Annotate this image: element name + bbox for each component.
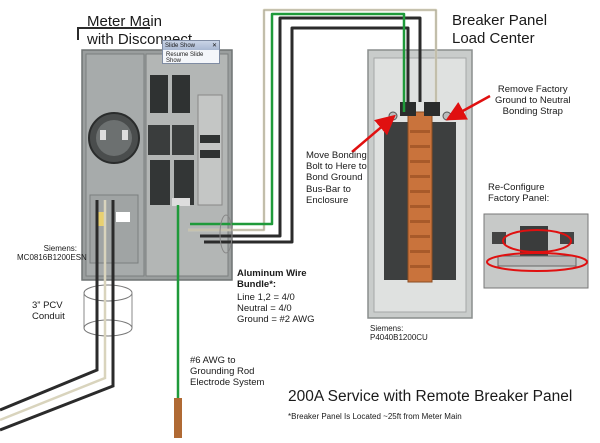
grounding-note: #6 AWG to Grounding Rod Electrode System: [190, 355, 265, 389]
breaker-panel-title: Breaker Panel Load Center: [452, 12, 548, 47]
main-title: 200A Service with Remote Breaker Panel: [288, 388, 573, 405]
slide-show-menu-titlebar[interactable]: Slide Show ✕: [163, 41, 219, 50]
conduit-label: 3” PCV Conduit: [32, 300, 65, 323]
siemens-panel-model: Siemens: P4040B1200CU: [370, 324, 428, 343]
callout-arrows: [351, 94, 491, 153]
slide-show-menu-title: Slide Show: [165, 42, 196, 49]
reconfigure-note: Re-Configure Factory Panel:: [488, 182, 550, 205]
meter-leader-wire: [77, 27, 150, 40]
slide-show-menu[interactable]: Slide Show ✕ Resume Slide Show: [162, 40, 220, 64]
footnote: *Breaker Panel Is Located ~25ft from Met…: [288, 412, 462, 421]
wire-bundle-title: Aluminum Wire Bundle*:: [237, 268, 307, 291]
wire-bundle-specs: Line 1,2 = 4/0 Neutral = 4/0 Ground = #2…: [237, 292, 315, 326]
close-icon[interactable]: ✕: [211, 43, 217, 49]
conduit: [83, 284, 133, 337]
wire-bundle: [188, 8, 438, 244]
service-wires: [0, 200, 115, 432]
reconfigure-inset-photo: [483, 213, 589, 289]
wire-bundle-loop: [219, 214, 233, 254]
remove-ground-note: Remove Factory Ground to Neutral Bonding…: [495, 84, 571, 118]
move-bonding-note: Move Bonding Bolt to Here to Bond Ground…: [306, 150, 367, 206]
resume-slide-show-item[interactable]: Resume Slide Show: [166, 52, 204, 64]
breaker-panel-enclosure: [367, 49, 473, 319]
grounding-rod: [174, 398, 182, 438]
siemens-meter-model: Siemens: MC0816B1200ESN: [17, 244, 87, 263]
